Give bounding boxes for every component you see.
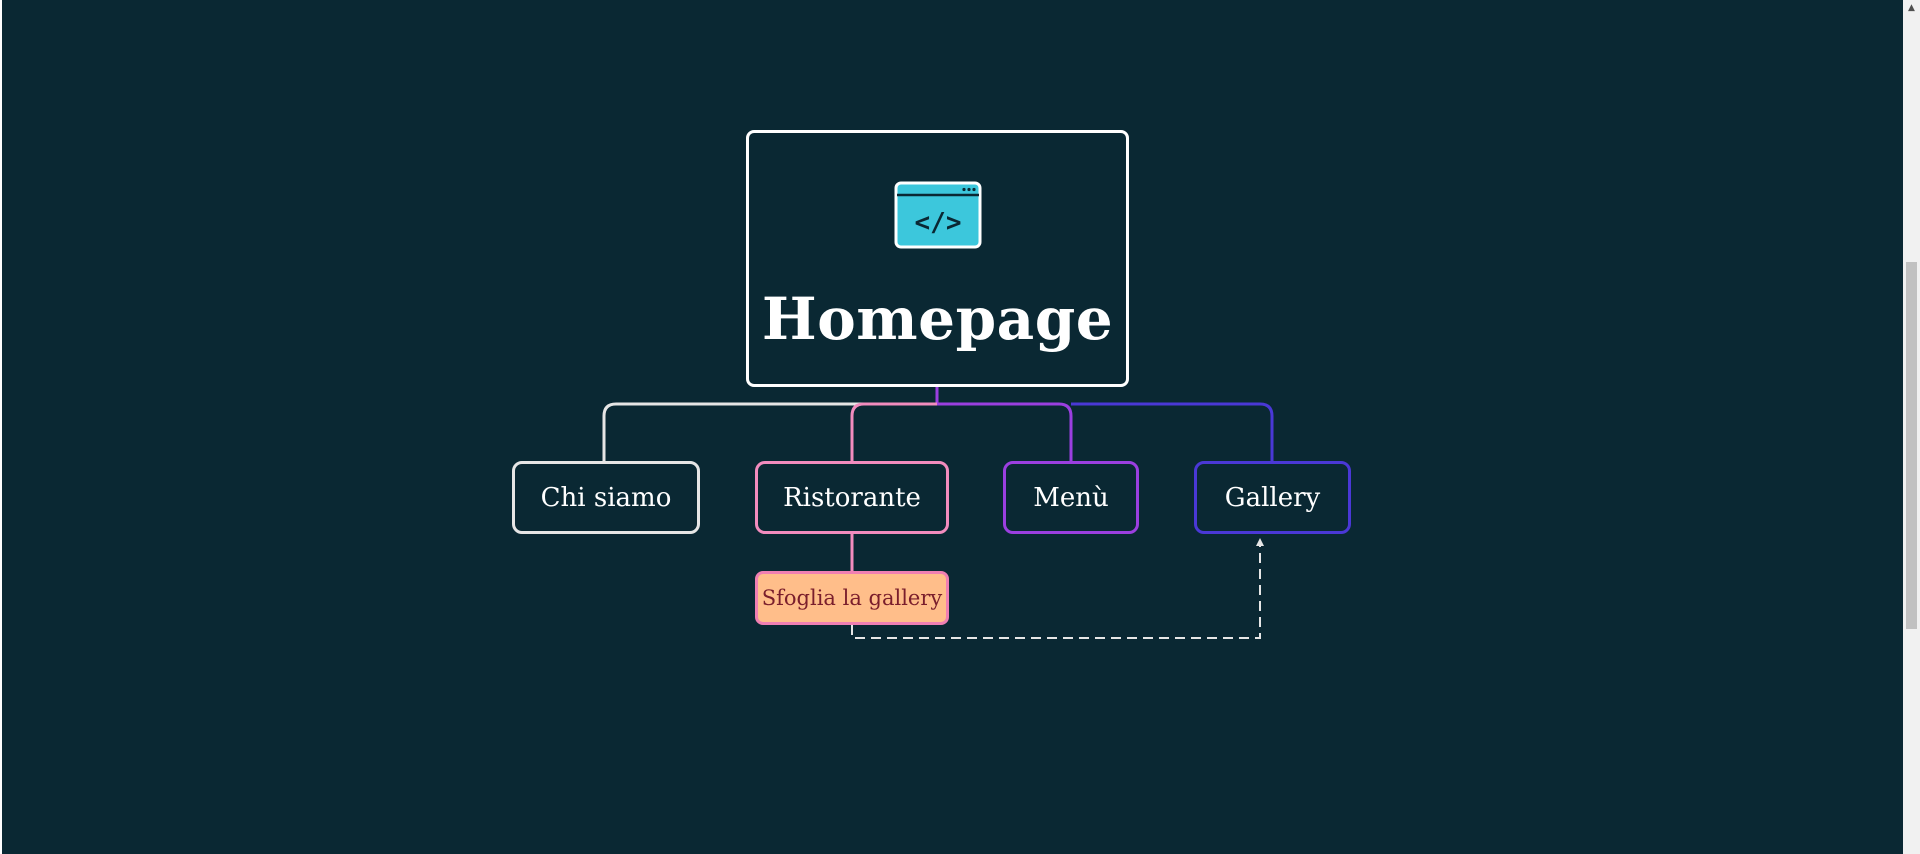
- homepage-title: Homepage: [761, 285, 1114, 353]
- node-sfoglia-la-gallery[interactable]: Sfoglia la gallery: [755, 571, 949, 625]
- dashed-link-arrowhead: [1256, 538, 1264, 546]
- node-gallery[interactable]: Gallery: [1194, 461, 1351, 534]
- code-window-icon: </>: [894, 181, 981, 249]
- scrollbar-thumb[interactable]: [1906, 262, 1917, 629]
- node-menu[interactable]: Menù: [1003, 461, 1139, 534]
- gallery-connector: [1071, 402, 1274, 461]
- vertical-scrollbar[interactable]: ▲: [1903, 0, 1920, 854]
- menu-connector: [937, 402, 1073, 461]
- code-symbol-text: </>: [914, 208, 961, 238]
- node-ristorante[interactable]: Ristorante: [755, 461, 949, 534]
- node-chi-siamo[interactable]: Chi siamo: [512, 461, 700, 534]
- sfoglia-to-gallery-dashed-link: [851, 544, 1261, 639]
- ristorante-connector: [850, 402, 937, 461]
- scroll-up-arrow-icon[interactable]: ▲: [1908, 3, 1915, 13]
- chi-siamo-connector: [602, 402, 937, 461]
- homepage-node[interactable]: </> Homepage: [746, 130, 1129, 387]
